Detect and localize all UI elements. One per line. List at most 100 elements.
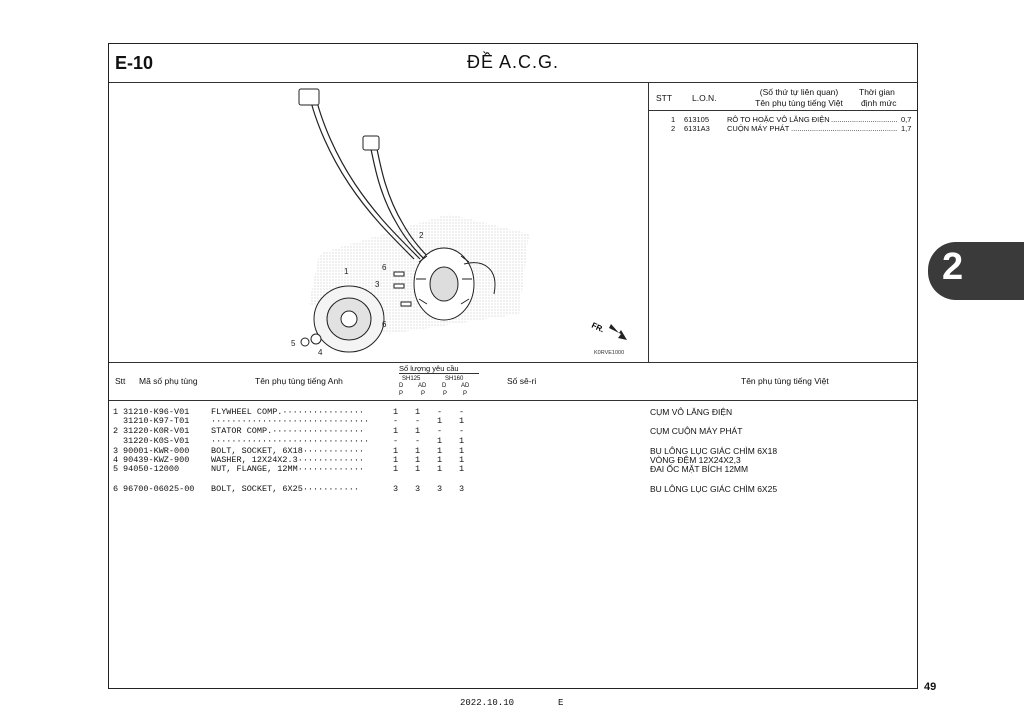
ref-row-stt: 2: [671, 124, 676, 133]
row-part-no: 31210-K97-T01: [123, 416, 190, 426]
row-qty: -: [415, 436, 421, 446]
col-header-p: P: [421, 391, 426, 397]
callout-2: 2: [419, 231, 424, 240]
col-header-part-no: Mã số phụ tùng: [139, 376, 198, 386]
title-divider: [109, 82, 917, 83]
row-name-en: NUT, FLANGE, 12MM·············: [211, 464, 365, 474]
row-qty: -: [437, 426, 443, 436]
ref-header-lon: L.O.N.: [692, 93, 717, 103]
ref-header-stt: STT: [656, 93, 673, 103]
row-name-en: ·······························: [211, 416, 370, 426]
row-stt: 3: [113, 446, 119, 456]
row-stt: 6: [113, 484, 119, 494]
row-name-vn: BU LÔNG LỤC GIÁC CHÌM 6X18: [650, 446, 778, 456]
row-qty: 3: [415, 484, 421, 494]
row-stt: 4: [113, 455, 119, 465]
exploded-diagram: 1 2 3 4 5 6 6 FR. K0RVE1000: [291, 88, 627, 357]
ref-header-time-bottom: định mức: [861, 98, 897, 108]
row-name-en: BOLT, SOCKET, 6X25···········: [211, 484, 359, 494]
callout-1: 1: [344, 267, 349, 276]
ref-row-leader: ........................................…: [791, 124, 897, 133]
ref-row-lon: 6131A3: [684, 124, 710, 133]
diagram-code: K0RVE1000: [594, 350, 624, 356]
callout-4: 4: [318, 348, 323, 357]
row-qty: 1: [393, 455, 399, 465]
ref-header-name-bottom: Tên phụ tùng tiếng Việt: [755, 98, 843, 108]
ref-header-name-top: (Số thứ tự liên quan): [759, 87, 839, 97]
section-tab: 2: [928, 242, 1024, 300]
row-part-no: 90001-KWR-000: [123, 446, 190, 456]
connector-icon: [362, 135, 380, 151]
callout-5: 5: [291, 339, 296, 348]
row-part-no: 94050-12000: [123, 464, 180, 474]
row-qty: 1: [437, 436, 443, 446]
ref-row-lon: 613105: [684, 115, 710, 124]
stator-icon: [413, 247, 496, 321]
ref-header-divider: [649, 110, 917, 111]
row-name-vn: BU LÔNG LỤC GIÁC CHÌM 6X25: [650, 484, 778, 494]
wire-harness: [310, 101, 436, 265]
row-name-vn: VÒNG ĐỆM 12X24X2,3: [650, 455, 741, 465]
col-header-stt: Stt: [115, 376, 126, 386]
ref-header-time-top: Thời gian: [859, 87, 895, 97]
callout-3: 3: [375, 280, 380, 289]
row-name-vn: CỤM VÔ LĂNG ĐIỆN: [650, 407, 733, 417]
row-qty: 1: [393, 446, 399, 456]
col-header-p: P: [399, 391, 404, 397]
row-qty: 1: [415, 426, 421, 436]
row-name-en: BOLT, SOCKET, 6X18············: [211, 446, 365, 456]
row-name-vn: CỤM CUỘN MÁY PHÁT: [650, 426, 743, 436]
row-qty: 1: [459, 464, 465, 474]
row-qty: 1: [437, 464, 443, 474]
parts-header-divider: [109, 400, 917, 401]
row-qty: 1: [437, 416, 443, 426]
row-qty: 1: [393, 407, 399, 417]
row-qty: -: [459, 407, 465, 417]
nut-icon: [300, 337, 310, 347]
row-qty: 1: [415, 464, 421, 474]
callout-6: 6: [382, 320, 387, 329]
row-name-en: FLYWHEEL COMP.················: [211, 407, 365, 417]
row-qty: -: [415, 416, 421, 426]
row-qty: -: [437, 407, 443, 417]
footer-letter: E: [558, 698, 564, 708]
connector-icon: [298, 88, 320, 106]
row-qty: -: [393, 436, 399, 446]
row-part-no: 31220-K0S-V01: [123, 436, 190, 446]
col-header-sh160: SH160: [445, 376, 464, 382]
footer-date: 2022.10.10: [460, 698, 515, 708]
row-qty: 1: [437, 455, 443, 465]
row-qty: -: [393, 416, 399, 426]
row-name-vn: ĐAI ỐC MẶT BÍCH 12MM: [650, 464, 749, 474]
col-header-qty: Số lượng yêu cầu: [399, 364, 459, 373]
row-qty: 1: [393, 426, 399, 436]
row-stt: 1: [113, 407, 119, 417]
callout-6: 6: [382, 263, 387, 272]
row-part-no: 90439-KWZ-900: [123, 455, 190, 465]
col-header-serial: Số sê-ri: [507, 376, 537, 386]
col-header-name-vn: Tên phụ tùng tiếng Việt: [741, 376, 829, 386]
row-qty: 1: [393, 464, 399, 474]
row-part-no: 31210-K96-V01: [123, 407, 190, 417]
page-title: ĐỀ A.C.G.: [466, 52, 560, 72]
catalog-page-frame: E-10 ĐỀ A.C.G. STT L.O.N. (Số thứ tự liê…: [108, 43, 918, 689]
col-header-name-en: Tên phụ tùng tiếng Anh: [255, 376, 343, 386]
col-header-d: D: [442, 383, 447, 389]
row-qty: 3: [393, 484, 399, 494]
row-qty: 1: [459, 416, 465, 426]
row-name-en: ·······························: [211, 436, 370, 446]
row-qty: 1: [415, 446, 421, 456]
col-header-p: P: [443, 391, 448, 397]
diagram-divider: [648, 82, 649, 362]
row-stt: 2: [113, 426, 119, 436]
row-qty: 1: [459, 436, 465, 446]
row-name-en: STATOR COMP.··················: [211, 426, 365, 436]
col-header-d: D: [399, 383, 404, 389]
ref-row-name: RÔ TO HOẶC VÔ LĂNG ĐIỆN: [727, 115, 830, 124]
row-qty: 3: [459, 484, 465, 494]
row-qty: 1: [437, 446, 443, 456]
flywheel-icon: [313, 285, 385, 353]
row-part-no: 31220-K0R-V01: [123, 426, 190, 436]
bolt-icon: [393, 271, 412, 307]
row-name-en: WASHER, 12X24X2.3·············: [211, 455, 365, 465]
